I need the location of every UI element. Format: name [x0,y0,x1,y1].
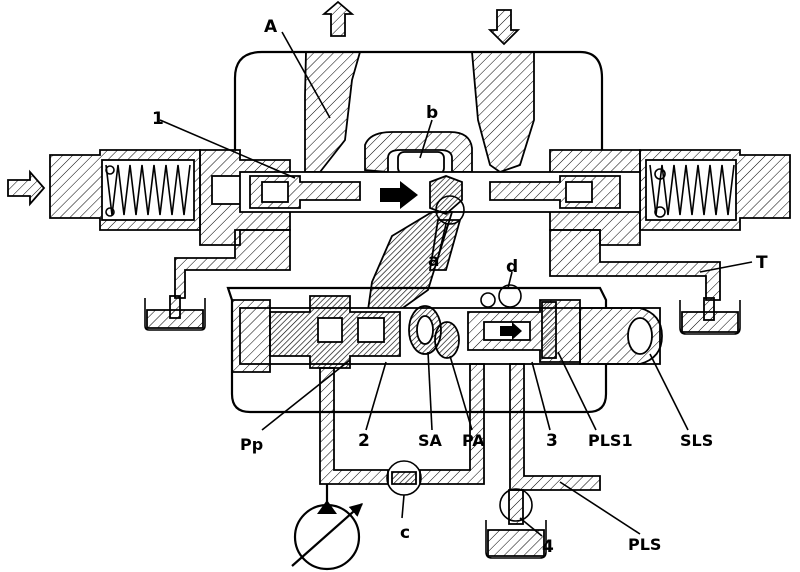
label-SLS: SLS [680,431,713,450]
label-c: c [400,523,410,543]
left-cylinder [49,149,291,246]
right-drain-line [549,229,721,301]
flow-in-arrow-icon [487,9,521,46]
restrictor-c [391,471,417,485]
diagonal-passage [366,211,454,311]
spool-3-arrow-icon [500,322,522,340]
relief-valve-4 [485,488,547,559]
right-tank [679,297,741,335]
label-1: 1 [152,109,164,129]
label-A: A [264,17,278,37]
label-d: d [506,257,518,277]
left-drain-line [174,229,291,299]
metering-land [429,175,463,216]
pls-line [509,363,601,491]
left-tank [144,295,206,331]
label-a: a [428,251,439,271]
sls-port-circle [627,317,653,355]
pump-icon [291,484,363,571]
label-2: 2 [358,431,370,451]
spool-2-slot [357,317,385,343]
label-T: T [756,253,768,273]
label-3: 3 [546,431,558,451]
port-PA-circle [434,321,460,359]
label-Pp: Pp [240,435,263,454]
label-b: b [426,103,438,123]
spool-direction-arrow-icon [380,181,418,209]
input-arrow-icon [7,169,46,207]
label-PLS1: PLS1 [588,431,633,450]
label-PLS: PLS [628,535,661,554]
spool-left-slot [261,181,289,203]
port-SA-inner [416,315,434,345]
orifice-circle-left [480,292,496,308]
label-PA: PA [462,431,485,450]
leader-lines [159,31,753,537]
port-B-passage [471,51,535,174]
pump-supply-line [319,367,389,485]
label-SA: SA [418,431,443,450]
orifice-d-circle [498,284,522,308]
label-4: 4 [542,537,554,557]
lower-body-left [231,299,271,373]
port-A-passage [304,51,362,173]
flow-out-arrow-icon [321,0,355,37]
spool-right-slot [565,181,593,203]
spool-2-pocket [317,317,343,343]
spool-3-spring-seat [541,301,557,359]
